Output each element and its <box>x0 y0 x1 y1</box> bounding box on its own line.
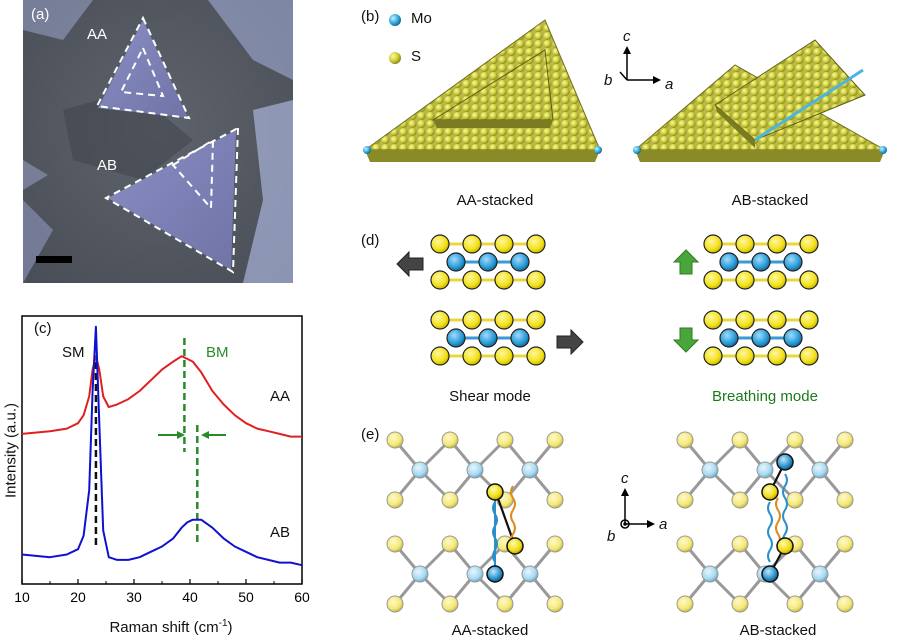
x-tick-label: 60 <box>294 589 310 605</box>
x-tick-label: 50 <box>238 589 254 605</box>
mo-legend-label: Mo <box>411 10 432 27</box>
ab-flake <box>108 130 236 270</box>
x-tick-label: 30 <box>126 589 142 605</box>
shear-bottom-layer <box>429 309 547 367</box>
scale-bar <box>36 256 72 263</box>
series-line-ab <box>21 325 303 567</box>
bm-label: BM <box>206 344 229 361</box>
series-label-ab: AB <box>270 524 291 541</box>
shear-top-layer <box>429 233 547 291</box>
series-label-aa: AA <box>270 388 291 405</box>
breathing-up-arrow <box>672 249 700 275</box>
axis-a-label-e: a <box>659 516 668 533</box>
panel-b-label: (b) <box>361 8 380 25</box>
panel-b: (b) <box>345 0 900 215</box>
raman-chart: 10 20 30 40 50 60 <box>14 315 310 605</box>
breathing-top-layer <box>702 233 820 291</box>
axis-c-label: c <box>623 28 631 45</box>
panel-a: (a) AA AB <box>23 0 293 283</box>
ab-stacked-caption-e: AB-stacked <box>739 622 817 639</box>
panel-e: (e) <box>345 418 900 644</box>
mo-legend-ball <box>389 14 401 26</box>
aa-stack-model <box>363 19 602 162</box>
sm-label: SM <box>62 344 85 361</box>
optical-image <box>23 0 293 283</box>
aa-lattice <box>385 430 565 614</box>
lattice-schematic <box>385 430 855 614</box>
panel-e-label: (e) <box>361 426 380 443</box>
s-legend-ball <box>389 52 401 64</box>
bm-shift-arrows <box>158 431 226 439</box>
x-tick-label: 40 <box>182 589 198 605</box>
aa-region-label: AA <box>87 26 108 43</box>
axis-b-label-e: b <box>607 528 616 545</box>
axis-a-label: a <box>665 76 674 93</box>
breathing-down-arrow <box>672 327 700 353</box>
panel-a-label: (a) <box>31 6 50 23</box>
x-axis-label: Raman shift (cm-1) <box>109 618 233 636</box>
shear-mode-caption: Shear mode <box>449 388 531 405</box>
shear-left-arrow <box>396 250 424 278</box>
y-axis-label: Intensity (a.u.) <box>2 402 20 499</box>
ab-lattice <box>675 430 855 614</box>
ab-stacked-caption: AB-stacked <box>731 192 809 209</box>
panel-c: 10 20 30 40 50 60 (c) SM BM AA AB Raman shift… <box>0 300 320 644</box>
series-line-aa <box>21 355 302 438</box>
panel-d: (d) <box>345 222 900 412</box>
panel-d-label: (d) <box>361 232 380 249</box>
aa-flake <box>98 20 188 118</box>
axis-glyph-b <box>619 46 661 84</box>
s-legend-label: S <box>411 48 422 65</box>
breathing-mode-caption: Breathing mode <box>712 388 818 405</box>
x-tick-label: 10 <box>14 589 30 605</box>
ab-stack-model <box>633 39 887 162</box>
axis-c-label-e: c <box>621 470 629 487</box>
aa-stacked-caption: AA-stacked <box>456 192 534 209</box>
stacking-models <box>363 14 887 162</box>
x-tick-label: 20 <box>70 589 86 605</box>
mode-schematic <box>396 233 820 367</box>
panel-c-label: (c) <box>34 320 52 337</box>
aa-stacked-caption-e: AA-stacked <box>451 622 529 639</box>
ab-region-label: AB <box>97 157 118 174</box>
axis-glyph-e <box>620 488 655 529</box>
axis-b-label: b <box>604 72 613 89</box>
shear-right-arrow <box>556 328 584 356</box>
breathing-bottom-layer <box>702 309 820 367</box>
